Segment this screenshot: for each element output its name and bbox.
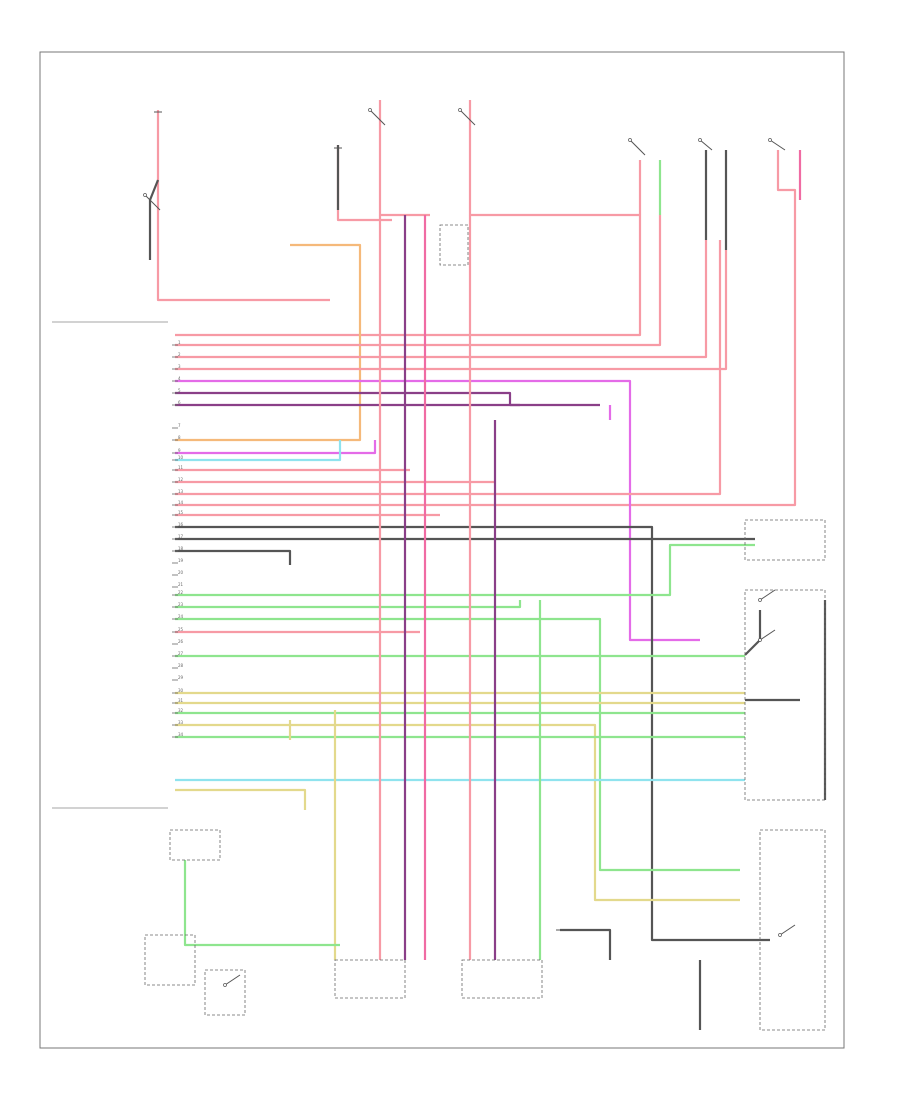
switch-contact (459, 109, 476, 126)
pin-number: 34 (178, 732, 184, 737)
wire-purple (175, 391, 600, 407)
pin-number: 25 (178, 627, 184, 632)
wire-red (175, 240, 722, 496)
pin-number: 9 (178, 448, 181, 453)
switch-terminal (143, 193, 147, 197)
pin-number: 16 (178, 522, 184, 527)
wire-violet (175, 379, 700, 642)
splice-box (439, 224, 469, 266)
wire-black (560, 928, 612, 960)
pin-number: 27 (178, 651, 184, 656)
pin-number: 33 (178, 720, 184, 725)
wire-green (175, 543, 755, 597)
pin-number: 30 (178, 688, 184, 693)
pin-number: 2 (178, 352, 181, 357)
switch-terminal (458, 108, 462, 112)
switch-terminal (758, 598, 762, 602)
switch-terminal (368, 108, 372, 112)
wire-red (175, 150, 797, 507)
switch-terminal (223, 983, 227, 987)
switch-terminal (698, 138, 702, 142)
pin-number: 1 (178, 340, 181, 345)
solenoid-box (204, 969, 246, 1016)
transmission-switch-box (759, 829, 826, 1031)
switch-terminal (768, 138, 772, 142)
wire-red (175, 240, 708, 359)
wire-black (148, 179, 160, 260)
pin-number: 5 (178, 388, 181, 393)
wire-green (175, 617, 740, 872)
switch-contact (224, 974, 241, 986)
pin-number: 22 (178, 590, 184, 595)
wire-red (156, 110, 330, 302)
pin-number: 6 (178, 400, 181, 405)
pin-number: 20 (178, 570, 184, 575)
range-sensor-box (744, 589, 826, 801)
selector-box (744, 519, 826, 561)
module-connector: 1234567891011121314151617181920212223242… (52, 321, 184, 809)
wire-yellow (175, 788, 307, 810)
pin-number: 11 (178, 465, 184, 470)
pin-number: 12 (178, 477, 184, 482)
pin-number: 4 (178, 376, 181, 381)
wire-green (183, 860, 340, 947)
switch-contact (699, 139, 713, 151)
module-box (169, 829, 221, 861)
diagram-border (39, 51, 845, 1049)
switch-contact (369, 109, 386, 126)
switch-contact (759, 629, 776, 641)
wire-black (175, 525, 770, 942)
switch-contact (629, 139, 646, 156)
pin-number: 31 (178, 698, 184, 703)
pin-number: 18 (178, 546, 184, 551)
wire-green (175, 600, 522, 609)
pin-number: 29 (178, 675, 184, 680)
pin-number: 32 (178, 708, 184, 713)
wire-red (336, 145, 392, 222)
wire-black (744, 610, 762, 656)
wire-red (175, 250, 728, 371)
component-layer (143, 108, 826, 1031)
switch-terminal (628, 138, 632, 142)
pin-number: 21 (178, 582, 184, 587)
pin-number: 23 (178, 602, 184, 607)
pin-number: 13 (178, 489, 184, 494)
pin-number: 28 (178, 663, 184, 668)
pin-number: 24 (178, 614, 184, 619)
wire-red (378, 100, 430, 217)
pin-number: 17 (178, 534, 184, 539)
pin-number: 15 (178, 510, 184, 515)
pin-number: 8 (178, 435, 181, 440)
wire-yellow (175, 723, 740, 902)
wire-black (175, 549, 292, 565)
switch-contact (769, 139, 786, 151)
switch-contact (779, 924, 796, 936)
pin-number: 7 (178, 423, 181, 428)
sensor-box (144, 934, 196, 986)
pin-number: 14 (178, 500, 184, 505)
wire-red (175, 215, 662, 347)
wire-light_blue (175, 440, 342, 462)
pin-number: 10 (178, 455, 184, 460)
switch-contact (759, 589, 776, 601)
switch-connector (334, 959, 406, 999)
pin-number: 19 (178, 558, 184, 563)
switch-terminal (758, 638, 762, 642)
switch-terminal (778, 933, 782, 937)
pin-number: 3 (178, 364, 181, 369)
switch-contact (144, 194, 161, 211)
relay-connector (461, 959, 543, 999)
wire-orange (175, 243, 362, 442)
pin-number: 26 (178, 639, 184, 644)
wire-layer (148, 100, 827, 1030)
wire-violet (175, 440, 377, 455)
